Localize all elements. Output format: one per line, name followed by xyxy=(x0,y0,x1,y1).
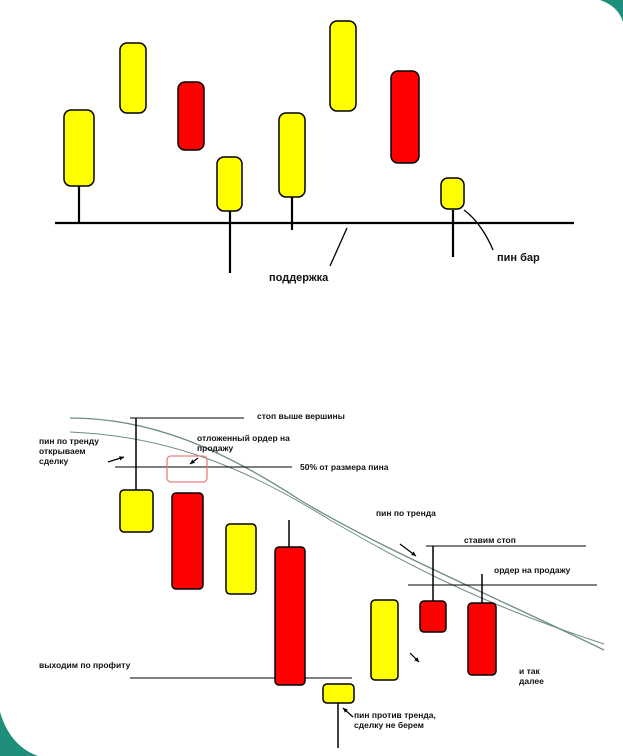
fifty-percent-label: 50% от размера пина xyxy=(300,462,389,472)
pin-short-body xyxy=(419,600,447,633)
profit-arrow-tick-head xyxy=(414,657,419,662)
pin-trend-arrow-head xyxy=(119,456,124,461)
pinbar-label: пин бар xyxy=(497,252,540,264)
take-profit-label: выходим по профиту xyxy=(39,660,131,670)
profit-arrow-tick xyxy=(409,652,420,663)
and-so-on-label: и так далее xyxy=(519,666,544,686)
stop-above-peak-label: стоп выше вершины xyxy=(257,411,345,421)
candle-1-body xyxy=(63,109,95,187)
bottom-trend-diagram xyxy=(69,417,605,748)
pin-with-trend-arrow xyxy=(399,543,417,557)
candle-b5-body xyxy=(370,599,399,681)
candle-3-body xyxy=(177,81,205,151)
candle-7-body xyxy=(390,70,420,164)
pinbar-pointer xyxy=(463,209,494,251)
candle-b3-body xyxy=(225,523,257,595)
candle-4-body xyxy=(216,156,243,212)
candle-b2-body xyxy=(171,492,204,590)
pin-with-trend-arrow-head xyxy=(411,551,416,556)
candle-b4-body xyxy=(274,546,306,686)
candle-5-body xyxy=(278,112,306,198)
pinbar-body xyxy=(440,177,465,210)
pin-against-arrow-head xyxy=(343,708,348,713)
sell-order-label: ордер на продажу xyxy=(494,565,571,575)
candle-6-body xyxy=(329,20,357,112)
trend-line-upper xyxy=(69,417,605,651)
pin-with-trend-label: пин по тренда xyxy=(376,508,436,518)
pending-order-arrow-head xyxy=(190,459,195,464)
support-label: поддержка xyxy=(269,272,329,284)
candle-2-body xyxy=(119,42,147,114)
candle-b7-body xyxy=(467,602,497,676)
pending-order-box xyxy=(166,455,208,483)
top-support-diagram xyxy=(55,20,574,273)
pending-order-label: отложенный ордер на продажу xyxy=(197,433,290,453)
pin-with-trend-open-label: пин по тренду открываем сделку xyxy=(39,436,99,466)
pin-trend-body xyxy=(119,489,154,533)
pin-against-trend-label: пин против тренда, сделку не берем xyxy=(354,710,436,730)
pin-against-body xyxy=(322,683,355,704)
set-stop-label: ставим стоп xyxy=(464,535,516,545)
trend-line-lower xyxy=(69,431,605,645)
pin-trend-arrow xyxy=(107,456,125,463)
pin-against-arrow xyxy=(342,707,354,718)
support-pointer xyxy=(329,227,348,267)
pending-order-arrow xyxy=(189,457,199,465)
